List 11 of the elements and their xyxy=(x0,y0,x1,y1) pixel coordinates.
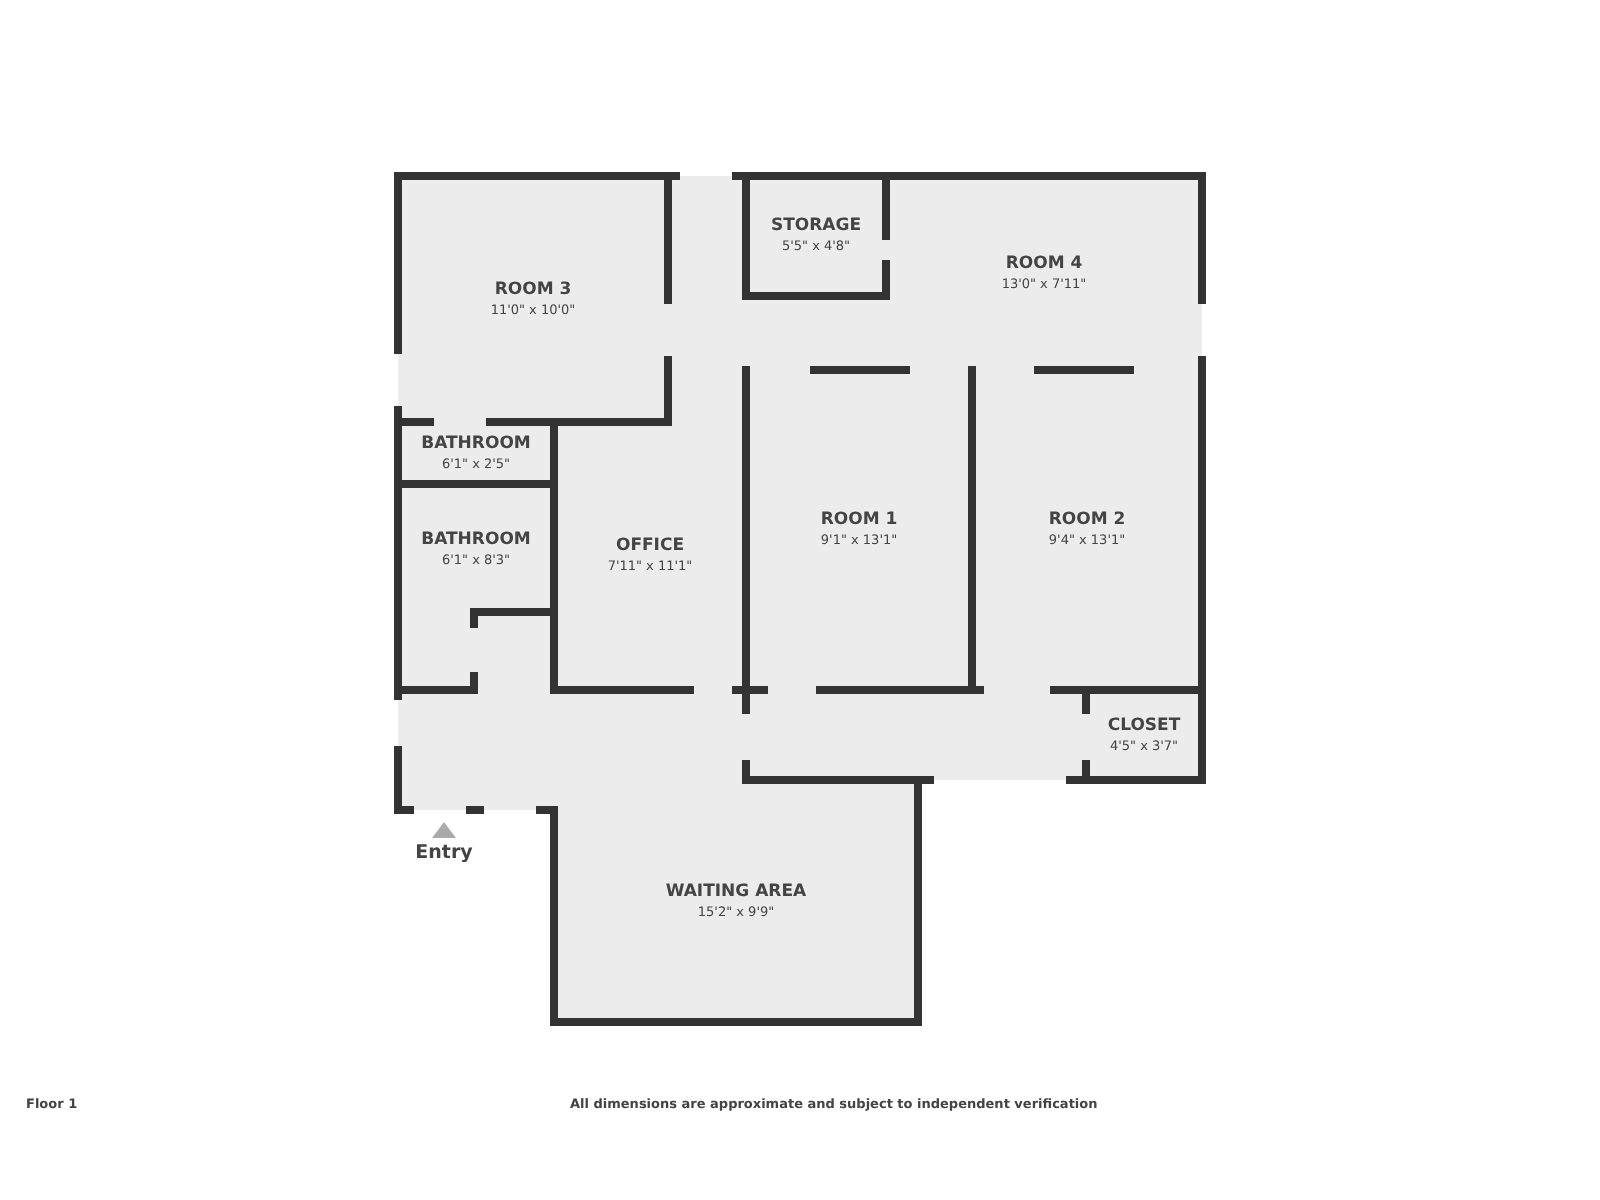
room-name: ROOM 2 xyxy=(1048,510,1126,532)
room-name: CLOSET xyxy=(1107,715,1181,737)
entry-label: Entry xyxy=(415,842,473,864)
room-name: ROOM 4 xyxy=(1005,253,1083,275)
room-name: BATHROOM xyxy=(421,433,531,455)
room-name: OFFICE xyxy=(615,536,685,558)
room-name: ROOM 1 xyxy=(820,510,898,532)
room-name: BATHROOM xyxy=(421,530,531,552)
room-name: ROOM 3 xyxy=(494,279,572,301)
room-name: STORAGE xyxy=(770,216,862,238)
room-name: WAITING AREA xyxy=(665,881,807,903)
